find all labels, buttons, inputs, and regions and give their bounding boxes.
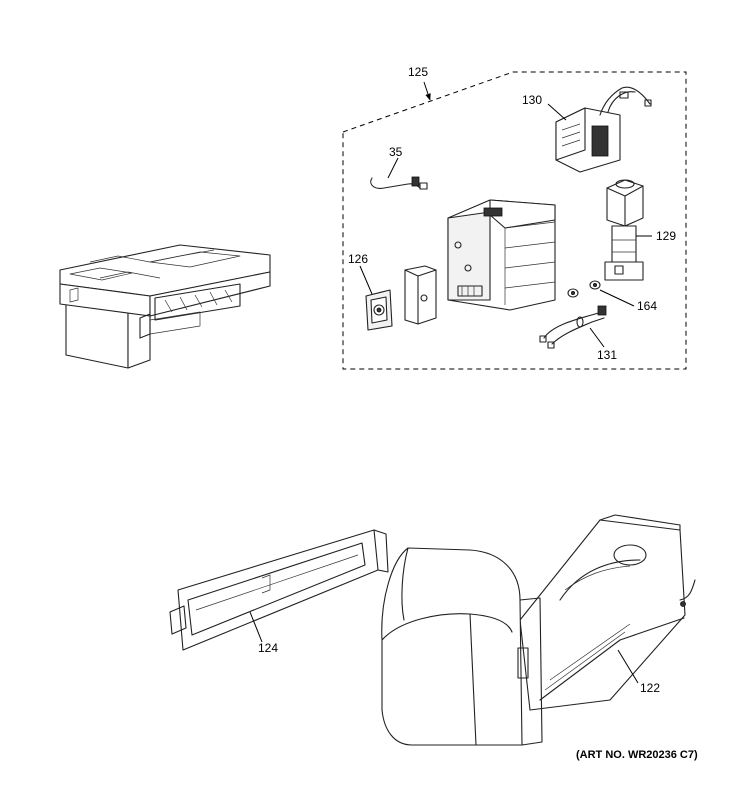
ice-maker-assembly [59,244,271,369]
bracket [404,265,437,325]
callout-164: 164 [637,299,657,313]
part-164-fittings [567,280,601,298]
control-module [447,199,556,311]
part-126-pad [365,289,393,331]
part-35-harness [370,176,428,190]
callout-35: 35 [389,145,403,159]
callout-131: 131 [597,348,617,362]
callout-122: 122 [640,681,660,695]
part-122-ice-bucket [381,514,696,746]
part-131-harness [539,305,607,349]
part-124-guide [169,529,389,651]
callout-126: 126 [348,252,368,266]
callout-124: 124 [258,641,278,655]
callout-129: 129 [656,229,676,243]
art-number: (ART NO. WR20236 C7) [576,749,698,761]
part-130-motor [555,86,652,173]
callout-125: 125 [408,65,428,79]
part-129-valve [604,179,644,281]
callout-130: 130 [522,93,542,107]
